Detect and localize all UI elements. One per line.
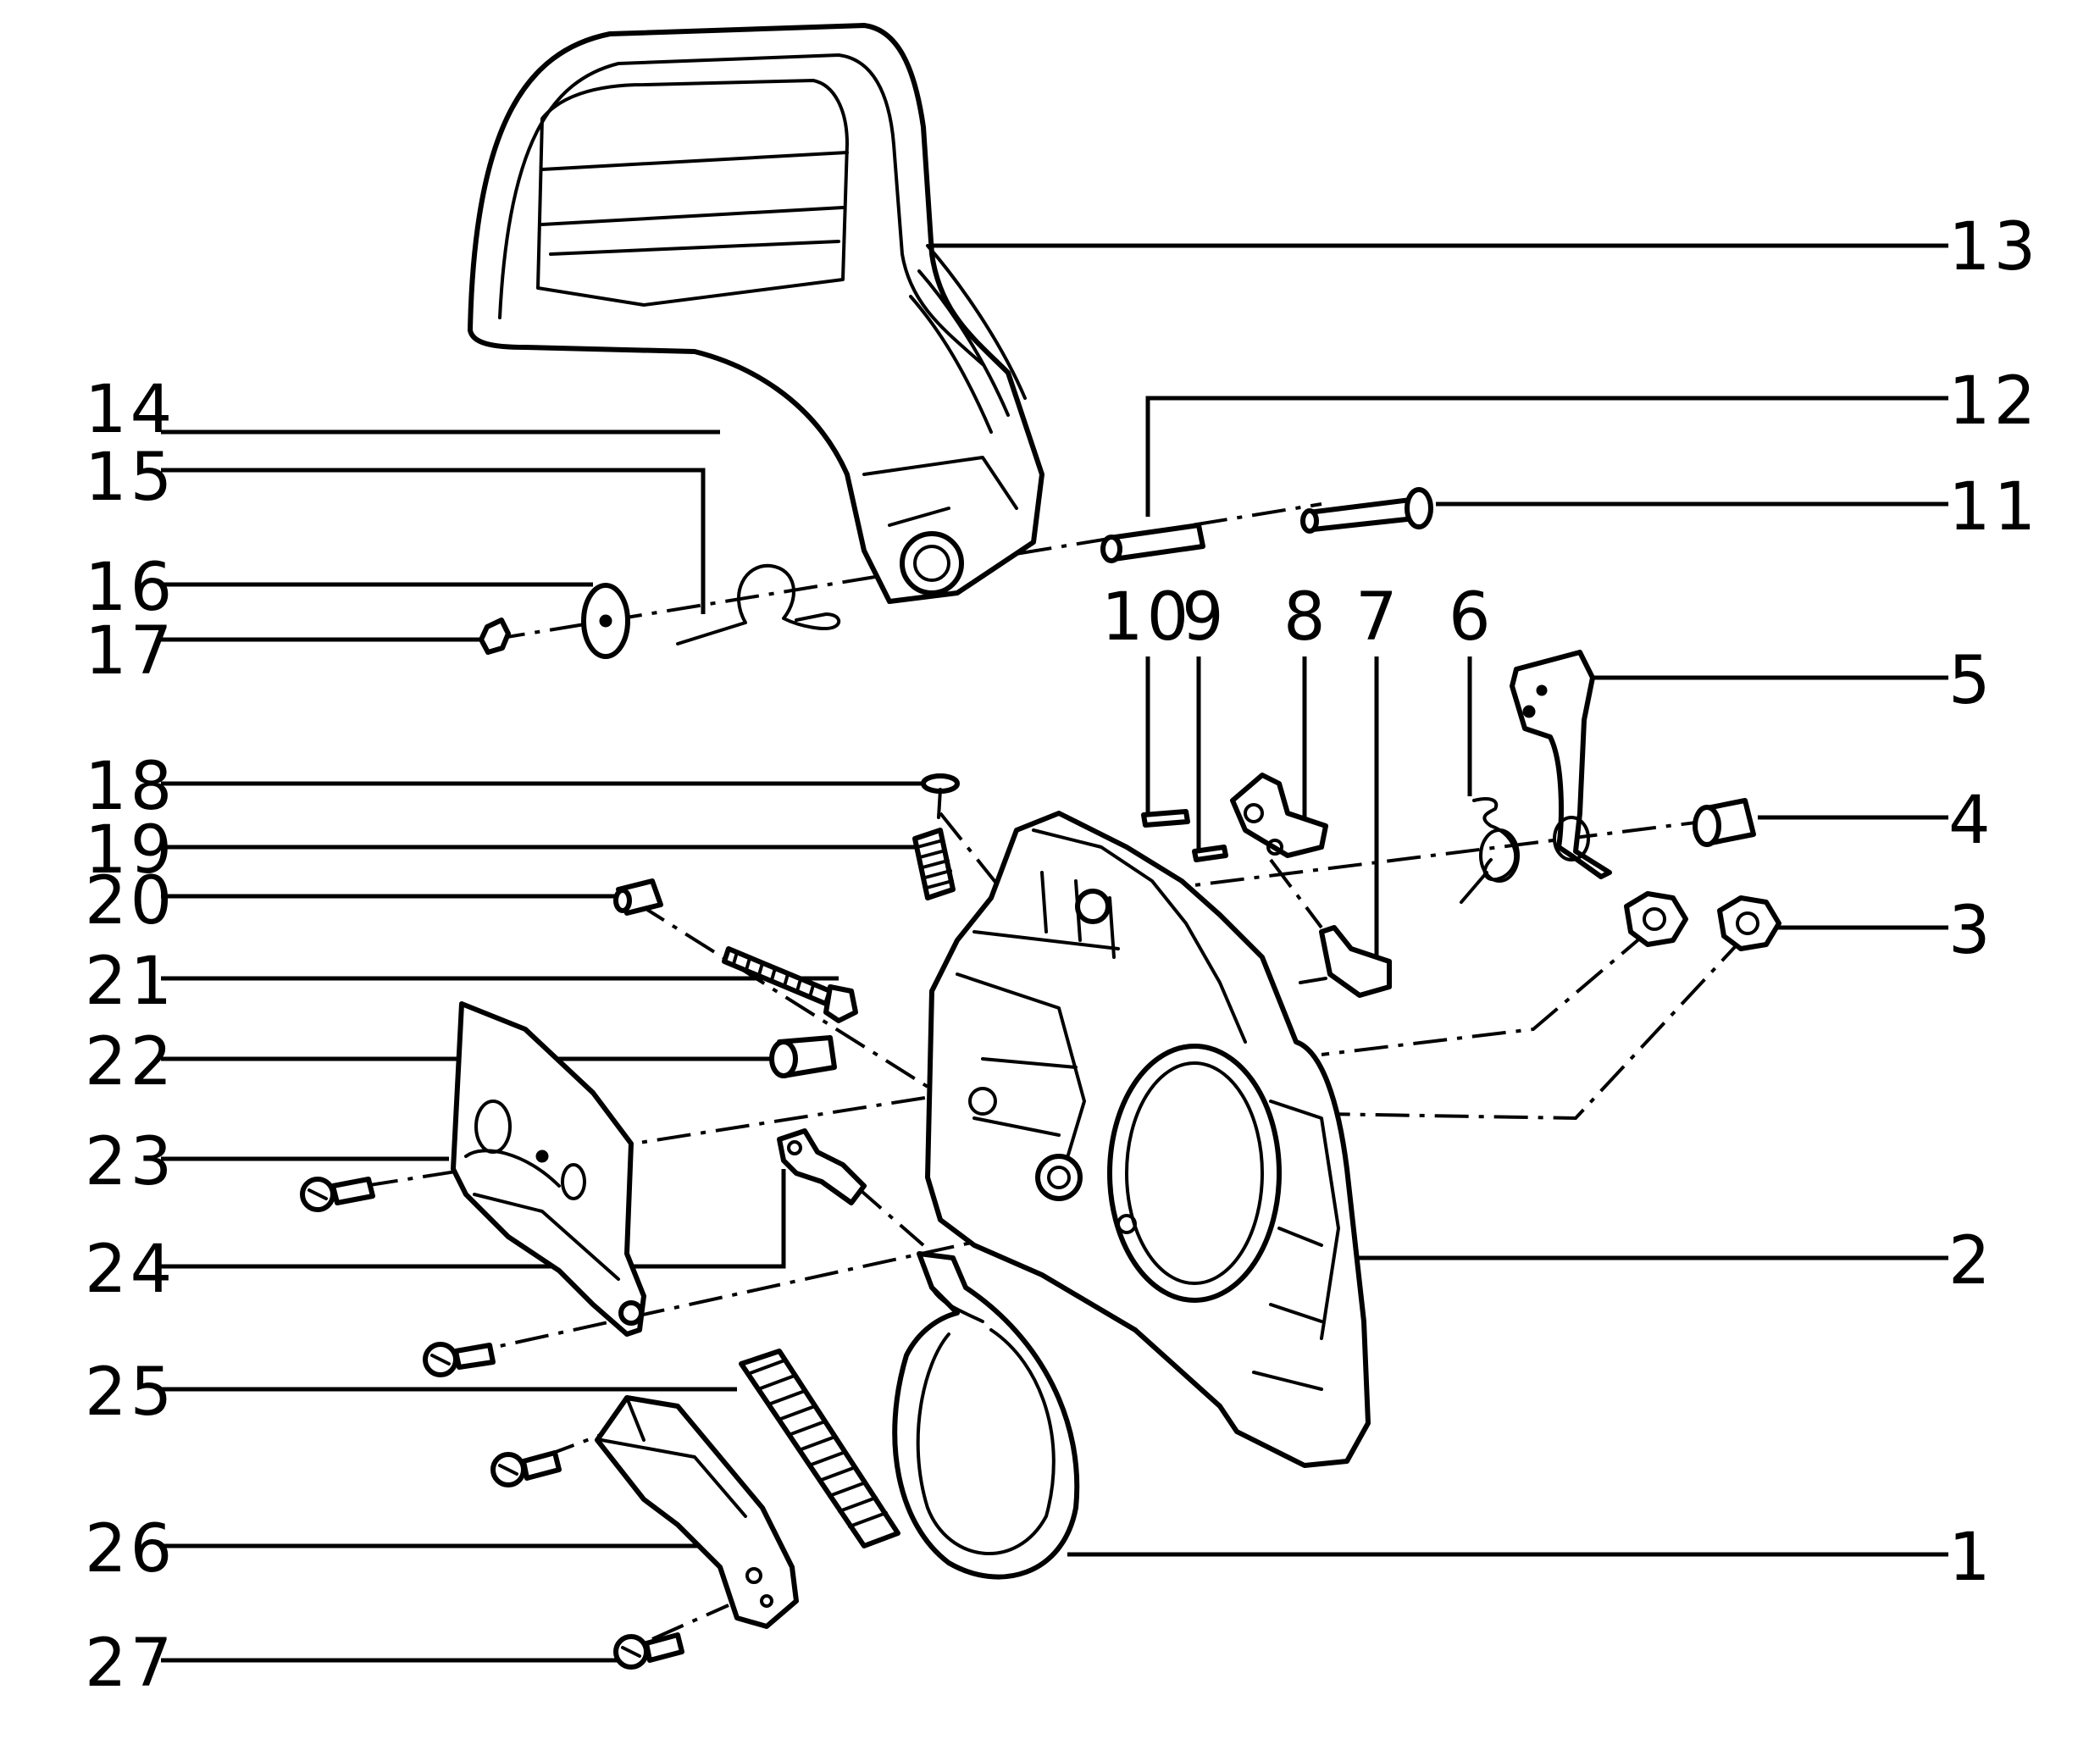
spring-pin — [1107, 523, 1205, 562]
label-25: 25 — [85, 1354, 175, 1431]
label-4: 4 — [1948, 783, 1994, 859]
screw-27 — [613, 1632, 684, 1670]
guard-fasteners — [479, 563, 841, 659]
pivot-pin-set — [1100, 487, 1433, 563]
label-15: 15 — [85, 440, 175, 516]
flange-nuts — [1624, 891, 1781, 951]
leader-lines — [161, 243, 1948, 1663]
axis-link-7 — [1269, 858, 1323, 929]
label-5: 5 — [1948, 643, 1994, 719]
label-12: 12 — [1948, 363, 2039, 440]
leader-15 — [161, 468, 706, 614]
label-18: 18 — [85, 749, 175, 825]
axis-screw-upper — [363, 1091, 958, 1188]
chain-cover — [925, 811, 1371, 1468]
axis-washer-3a — [1321, 930, 1649, 1056]
brake-lever — [1230, 773, 1328, 858]
pivot-spring — [676, 563, 841, 645]
label-10: 10 — [1101, 579, 1192, 656]
label-24: 24 — [85, 1232, 175, 1308]
band-lever-24 — [777, 1128, 867, 1205]
label-23: 23 — [85, 1124, 175, 1200]
label-19: 19 — [85, 812, 175, 889]
label-20: 20 — [85, 863, 175, 939]
label-21: 21 — [85, 944, 175, 1020]
screw-upper — [300, 1177, 375, 1212]
label-2: 2 — [1948, 1223, 1994, 1299]
tension-assembly — [613, 878, 858, 1023]
axis-screw-27 — [651, 1604, 729, 1641]
flange-nut-a — [1624, 891, 1688, 947]
axis-flange-3b — [1321, 934, 1747, 1121]
label-27: 27 — [85, 1626, 175, 1702]
pin — [1306, 497, 1417, 532]
knob-22 — [769, 1035, 837, 1078]
screw-26 — [490, 1450, 562, 1487]
leader-24 — [161, 1169, 786, 1269]
torsion-spring — [1460, 797, 1520, 904]
axis-band-lever — [854, 1184, 925, 1247]
label-6: 6 — [1449, 579, 1494, 656]
label-26: 26 — [85, 1511, 175, 1587]
axis-middle-pivot — [1092, 816, 1737, 900]
catch-block-26 — [595, 1395, 799, 1629]
flange-nut-b — [1717, 895, 1781, 951]
leader-12 — [1145, 396, 1948, 517]
label-8: 8 — [1283, 579, 1329, 656]
label-1: 1 — [1948, 1520, 1994, 1596]
axis-tension-rod — [634, 900, 959, 1107]
link-plate — [1319, 925, 1392, 998]
bushing — [1693, 798, 1756, 847]
guard-pivot-hole — [900, 531, 964, 596]
screw-lower — [423, 1342, 496, 1377]
label-3: 3 — [1948, 893, 1994, 969]
small-pin — [1192, 845, 1228, 862]
spring-pin-18-19 — [912, 773, 960, 900]
label-9: 9 — [1182, 579, 1227, 656]
roll-pin — [1141, 809, 1190, 828]
nut — [479, 618, 511, 655]
label-17: 17 — [85, 613, 175, 690]
callout-labels: 13 12 11 14 15 16 17 10 9 8 7 6 5 18 19 … — [85, 209, 2039, 1702]
brake-band — [892, 1251, 1080, 1580]
label-11: 11 — [1948, 469, 2039, 546]
hand-guard — [468, 23, 1044, 604]
label-7: 7 — [1355, 579, 1401, 656]
label-13: 13 — [1948, 209, 2039, 285]
label-14: 14 — [85, 372, 175, 448]
label-22: 22 — [85, 1024, 175, 1100]
clutch-opening — [1107, 1044, 1282, 1303]
guide-plate — [451, 1001, 646, 1337]
brake-lever-set — [1141, 773, 1392, 998]
brake-arm — [1510, 650, 1612, 879]
brake-spring-25 — [739, 1349, 900, 1548]
axis-screw-lower — [457, 1218, 1077, 1357]
label-16: 16 — [85, 550, 175, 626]
